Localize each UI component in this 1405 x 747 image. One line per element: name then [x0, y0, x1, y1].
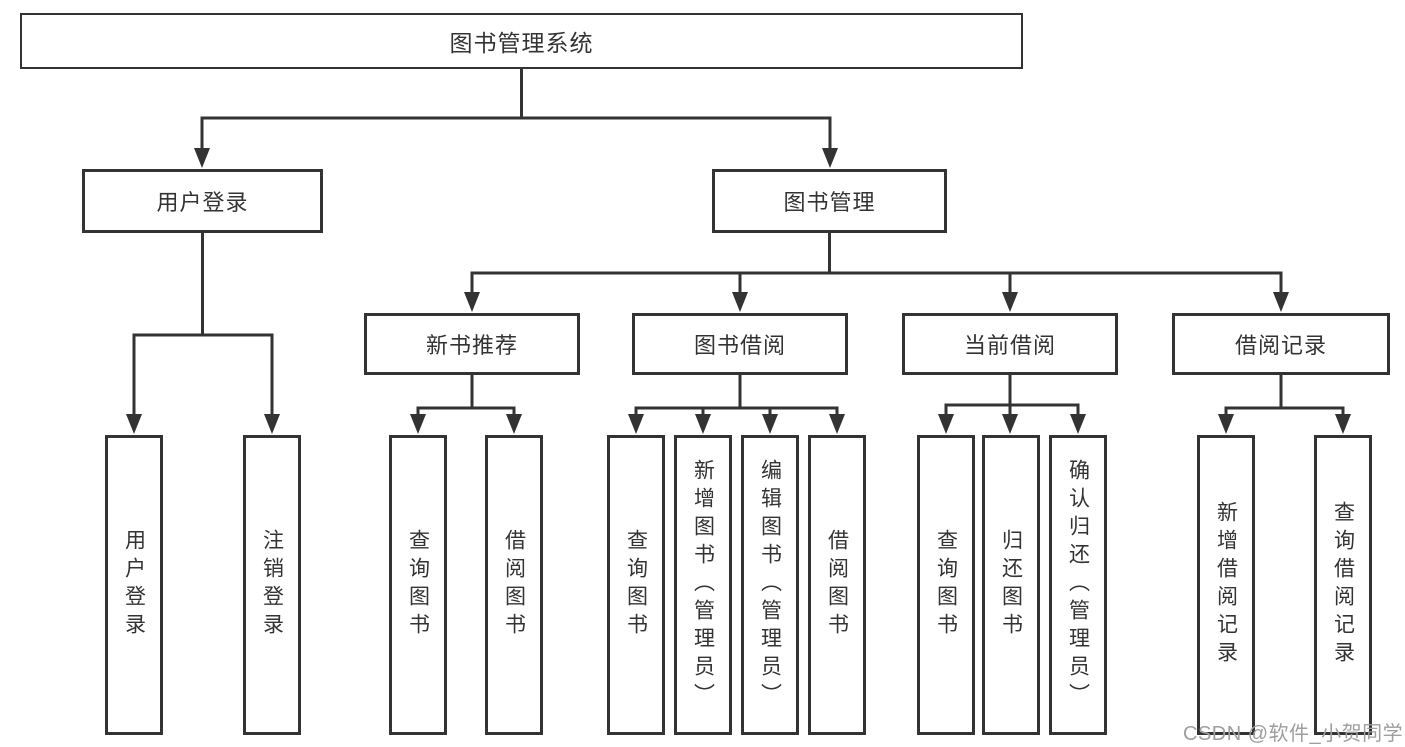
- node-label: 用户登录: [156, 190, 249, 215]
- leaf-current-confirm-return-admin: 确认归还（管理员）: [1049, 435, 1107, 735]
- leaf-label: 确认归还（管理员）: [1066, 459, 1090, 711]
- leaf-records-add-record: 新增借阅记录: [1197, 435, 1255, 735]
- node-borrow-records: 借阅记录: [1172, 313, 1390, 375]
- leaf-borrow-query-books: 查询图书: [607, 435, 665, 735]
- leaf-borrow-borrow-books: 借阅图书: [808, 435, 866, 735]
- node-user-login-branch: 用户登录: [82, 169, 323, 233]
- node-label: 图书管理: [783, 190, 876, 215]
- leaf-label: 注销登录: [260, 529, 284, 641]
- node-new-book-recommend: 新书推荐: [364, 313, 580, 375]
- leaf-label: 新增借阅记录: [1214, 501, 1238, 669]
- leaf-label: 用户登录: [122, 529, 146, 641]
- leaf-user-login: 用户登录: [105, 435, 163, 735]
- leaf-label: 查询借阅记录: [1331, 501, 1355, 669]
- node-book-borrow: 图书借阅: [632, 313, 848, 375]
- leaf-label: 编辑图书（管理员）: [758, 459, 782, 711]
- node-label: 图书借阅: [693, 333, 786, 358]
- leaf-borrow-add-books-admin: 新增图书（管理员）: [674, 435, 732, 735]
- leaf-label: 查询图书: [934, 529, 958, 641]
- leaf-borrow-edit-books-admin: 编辑图书（管理员）: [741, 435, 799, 735]
- leaf-current-query-books: 查询图书: [917, 435, 975, 735]
- leaf-label: 借阅图书: [825, 529, 849, 641]
- node-label: 图书管理系统: [449, 30, 594, 56]
- csdn-watermark: CSDN @软件_小贺同学: [1183, 723, 1404, 745]
- leaf-label: 归还图书: [999, 529, 1023, 641]
- leaf-label: 借阅图书: [502, 529, 526, 641]
- leaf-records-query-record: 查询借阅记录: [1314, 435, 1372, 735]
- node-library-system: 图书管理系统: [20, 13, 1023, 69]
- arrowheads: [126, 148, 1351, 434]
- leaf-recommend-borrow-books: 借阅图书: [485, 435, 543, 735]
- leaf-label: 新增图书（管理员）: [691, 459, 715, 711]
- node-current-borrow: 当前借阅: [902, 313, 1118, 375]
- leaf-logout: 注销登录: [243, 435, 301, 735]
- leaf-label: 查询图书: [624, 529, 648, 641]
- node-label: 新书推荐: [425, 333, 518, 358]
- leaf-current-return-books: 归还图书: [982, 435, 1040, 735]
- node-label: 当前借阅: [963, 333, 1056, 358]
- node-book-management-branch: 图书管理: [712, 169, 947, 233]
- leaf-label: 查询图书: [406, 529, 430, 641]
- leaf-recommend-query-books: 查询图书: [389, 435, 447, 735]
- node-label: 借阅记录: [1234, 333, 1327, 358]
